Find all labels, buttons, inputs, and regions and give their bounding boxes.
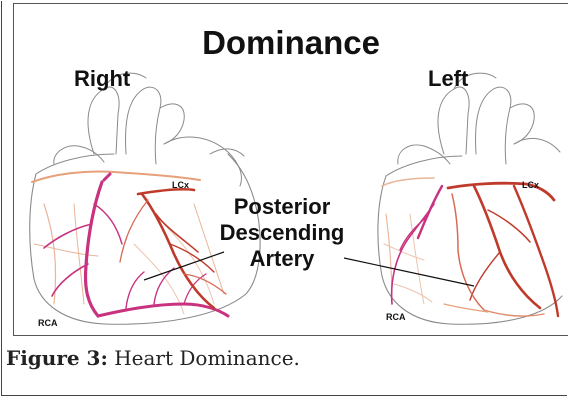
figure-caption: Figure 3: Heart Dominance. xyxy=(6,346,300,370)
left-heart-rca-label: RCA xyxy=(38,318,58,328)
callout-line-2: Descending xyxy=(220,220,345,245)
left-heart-lcx-label: LCx xyxy=(172,180,189,190)
callout-line-3: Artery xyxy=(250,246,316,271)
callout-line-left xyxy=(144,252,224,280)
figure-caption-label: Figure 3: xyxy=(6,346,108,370)
right-heart-rca-label: RCA xyxy=(386,312,406,322)
callout-line-1: Posterior xyxy=(234,194,331,219)
figure-image: Dominance Right Left Posterior Descendin… xyxy=(13,3,568,336)
left-dominance-label: Left xyxy=(428,66,469,91)
figure-caption-text: Heart Dominance. xyxy=(108,346,300,370)
left-dominant-heart xyxy=(378,73,562,324)
right-dominance-label: Right xyxy=(74,66,131,91)
heart-dominance-illustration: Dominance Right Left Posterior Descendin… xyxy=(14,4,568,335)
right-dominant-heart xyxy=(30,73,260,324)
callout-line-right xyxy=(344,258,474,286)
figure-title: Dominance xyxy=(202,24,380,61)
right-heart-lcx-label: LCx xyxy=(522,180,539,190)
